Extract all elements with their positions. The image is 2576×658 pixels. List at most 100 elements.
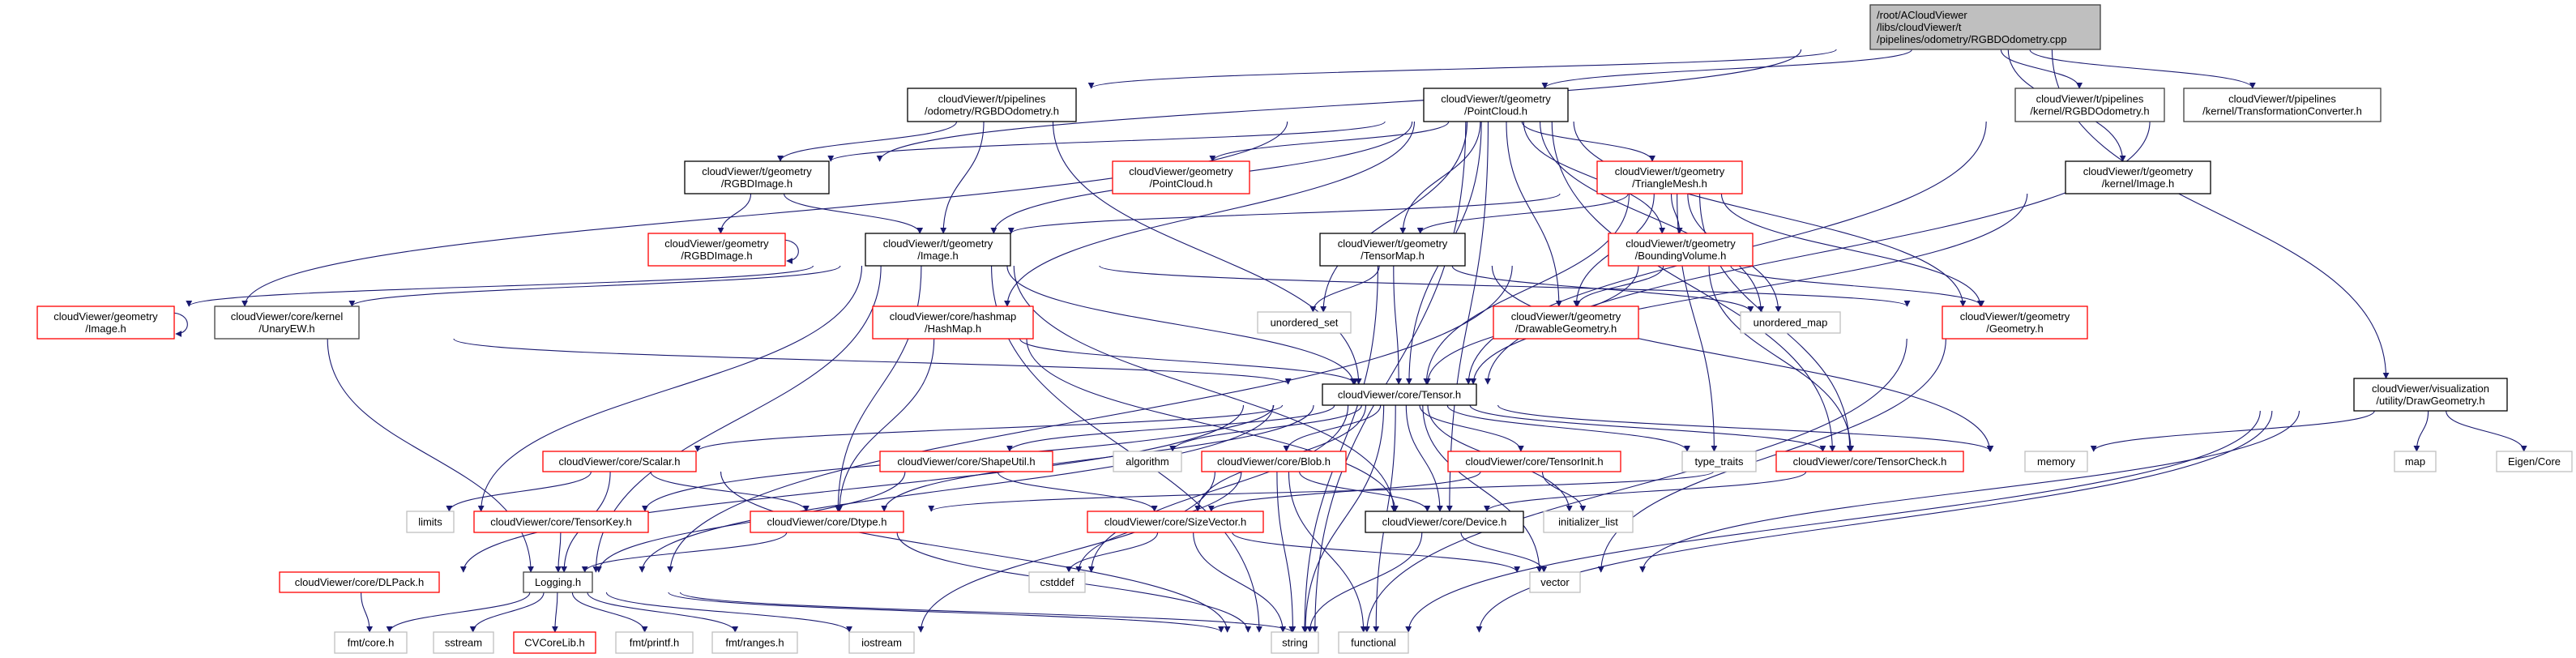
node-svec[interactable]: cloudViewer/core/SizeVector.h [1087, 511, 1264, 533]
node-root[interactable]: /root/ACloudViewer/libs/cloudViewer/t/pi… [1869, 4, 2101, 50]
edge-bvol-to-dgeom [1574, 265, 1664, 307]
node-tkey[interactable]: cloudViewer/core/TensorKey.h [473, 511, 649, 533]
edge-timg-to-device [1013, 265, 1397, 512]
node-shape[interactable]: cloudViewer/core/ShapeUtil.h [879, 451, 1053, 472]
edge-tmesh-to-geom [1720, 193, 1984, 307]
node-box [865, 233, 1011, 267]
edge-shape-to-svec [997, 471, 1158, 512]
edges-layer [170, 49, 2527, 633]
node-label-line: cloudViewer/t/geometry [2083, 165, 2194, 177]
edge-tensor-to-shape [1006, 404, 1335, 452]
node-functional: functional [1338, 631, 1409, 654]
node-label-line: unordered_set [1271, 317, 1339, 329]
node-rgbdt[interactable]: cloudViewer/t/geometry/RGBDImage.h [684, 160, 830, 194]
edge-pcl-to-umap [1539, 121, 1765, 313]
node-label-line: cloudViewer/t/geometry [1615, 165, 1725, 177]
edge-tensor-to-dlpack [459, 404, 1245, 573]
node-gimg[interactable]: cloudViewer/geometry/Image.h [36, 306, 175, 340]
node-device[interactable]: cloudViewer/core/Device.h [1365, 511, 1524, 533]
node-label-line: iostream [861, 637, 902, 649]
node-box [513, 631, 596, 654]
node-hash[interactable]: cloudViewer/core/hashmap/HashMap.h [872, 306, 1034, 340]
node-box [1529, 571, 1581, 593]
node-label-line: fmt/core.h [348, 637, 395, 649]
edge-pcl-to-device [1446, 121, 1489, 512]
node-box [36, 306, 175, 340]
node-unary[interactable]: cloudViewer/core/kernel/UnaryEW.h [214, 306, 360, 340]
node-label-line: cloudViewer/t/pipelines [2228, 93, 2336, 105]
node-ktc[interactable]: cloudViewer/t/pipelines/kernel/Transform… [2183, 88, 2382, 122]
edge-tmap-to-uset [1309, 265, 1380, 313]
node-box [1319, 233, 1466, 267]
node-label-line: cloudViewer/t/geometry [1960, 310, 2070, 323]
edge-pcl-to-rgbdt [827, 121, 1386, 162]
edge-tmap-to-umap [1451, 265, 1754, 313]
node-box [1113, 451, 1182, 472]
node-box [523, 571, 593, 593]
node-grgbd[interactable]: cloudViewer/geometry/RGBDImage.h [647, 233, 786, 267]
edge-blob-to-iostream [917, 471, 1215, 633]
node-pcl[interactable]: cloudViewer/t/geometry/PointCloud.h [1423, 88, 1569, 122]
node-logging[interactable]: Logging.h [523, 571, 593, 593]
edge-draw-to-memory [2090, 410, 2375, 452]
node-label-line: /DrawableGeometry.h [1515, 323, 1617, 335]
edge-geom-to-string [1363, 338, 1907, 633]
node-kimg[interactable]: cloudViewer/t/geometry/kernel/Image.h [2065, 160, 2211, 194]
edge-tensor-to-ttraits [1446, 404, 1690, 452]
node-tensor[interactable]: cloudViewer/core/Tensor.h [1322, 383, 1477, 406]
edge-podo-to-rgbdt [777, 121, 958, 162]
node-label-line: cloudViewer/geometry [664, 237, 769, 250]
node-geom[interactable]: cloudViewer/t/geometry/Geometry.h [1942, 306, 2088, 340]
node-scalar[interactable]: cloudViewer/core/Scalar.h [542, 451, 697, 472]
node-dtype[interactable]: cloudViewer/core/Dtype.h [750, 511, 904, 533]
edge-tcheck-to-dtype [928, 471, 1714, 512]
node-krgbd[interactable]: cloudViewer/t/pipelines/kernel/RGBDOdome… [2014, 88, 2165, 122]
node-label-line: cloudViewer/core/DLPack.h [295, 576, 424, 588]
node-tcheck[interactable]: cloudViewer/core/TensorCheck.h [1775, 451, 1964, 472]
node-label-line: cloudViewer/t/pipelines [938, 93, 1046, 105]
edge-timg-to-geom [1099, 265, 1911, 307]
node-box [2183, 88, 2382, 122]
edge-timg-to-gimg [186, 265, 814, 307]
node-ilist: initializer_list [1543, 511, 1634, 533]
edge-tmap-to-string [1301, 265, 1378, 633]
edge-tensor-to-string [1301, 404, 1385, 633]
node-label-line: vector [1540, 576, 1570, 588]
node-bvol[interactable]: cloudViewer/t/geometry/BoundingVolume.h [1608, 233, 1754, 267]
node-cvcore[interactable]: CVCoreLib.h [513, 631, 596, 654]
node-timg[interactable]: cloudViewer/t/geometry/Image.h [865, 233, 1011, 267]
edge-tensor-to-blob [1283, 404, 1382, 452]
node-tmap[interactable]: cloudViewer/t/geometry/TensorMap.h [1319, 233, 1466, 267]
edge-tensor-to-tinit [1419, 404, 1524, 452]
node-draw[interactable]: cloudViewer/visualization/utility/DrawGe… [2353, 378, 2508, 412]
node-fmtcore: fmt/core.h [334, 631, 408, 654]
node-podo[interactable]: cloudViewer/t/pipelines/odometry/RGBDOdo… [907, 88, 1077, 122]
node-label-line: sstream [445, 637, 482, 649]
node-label-line: type_traits [1695, 455, 1744, 468]
node-tmesh[interactable]: cloudViewer/t/geometry/TriangleMesh.h [1596, 160, 1743, 194]
node-box [2024, 451, 2088, 472]
node-label-line: /pipelines/odometry/RGBDOdometry.cpp [1877, 33, 2067, 45]
node-box [1740, 311, 1841, 334]
node-box [1447, 451, 1621, 472]
node-label-line: initializer_list [1558, 516, 1618, 528]
node-blob[interactable]: cloudViewer/core/Blob.h [1201, 451, 1347, 472]
edge-rgbdt-to-grgbd [717, 193, 752, 234]
node-dlpack[interactable]: cloudViewer/core/DLPack.h [279, 571, 440, 593]
edge-pcl-to-bvol [1523, 121, 1666, 234]
node-gpcl[interactable]: cloudViewer/geometry/PointCloud.h [1112, 160, 1250, 194]
edge-svec-to-vector [1232, 532, 1521, 573]
node-label-line: cloudViewer/visualization [2372, 382, 2489, 395]
edge-root-to-pcl [1541, 49, 1912, 89]
node-box [1257, 311, 1352, 334]
node-label-line: cloudViewer/t/geometry [1338, 237, 1448, 250]
edge-root-to-podo [1087, 49, 1837, 89]
node-vector: vector [1529, 571, 1581, 593]
node-box [1112, 160, 1250, 194]
edge-svec-to-string [1193, 532, 1287, 633]
node-tinit[interactable]: cloudViewer/core/TensorInit.h [1447, 451, 1621, 472]
node-dgeom[interactable]: cloudViewer/t/geometry/DrawableGeometry.… [1493, 306, 1639, 340]
node-box [1365, 511, 1524, 533]
node-box [214, 306, 360, 340]
edge-tensor-to-tcheck [1469, 404, 1826, 452]
